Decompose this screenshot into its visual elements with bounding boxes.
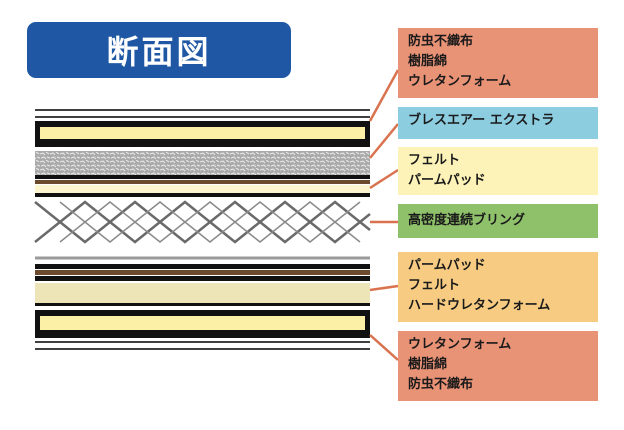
- label-line: ウレタンフォーム: [408, 74, 512, 89]
- label-line: パームパッド: [408, 173, 486, 188]
- label-breath-air: ブレスエアー エクストラ: [398, 107, 598, 139]
- label-line: 高密度連続ブリング: [408, 213, 526, 228]
- top-outer-layer: [35, 109, 370, 118]
- label-top-cover: 防虫不織布 樹脂綿 ウレタンフォーム: [398, 28, 598, 98]
- label-line: 樹脂綿: [408, 54, 448, 69]
- label-line: 樹脂綿: [408, 357, 448, 372]
- diagram-title: 断面図: [106, 33, 212, 71]
- label-line: ブレスエアー エクストラ: [408, 113, 555, 128]
- label-line: フェルト: [408, 278, 461, 293]
- palm-felt-hard-layer: [35, 264, 370, 306]
- bottom-outer-layer: [35, 341, 370, 350]
- label-palm-felt-hard: パームパッド フェルト ハードウレタンフォーム: [398, 252, 598, 322]
- label-bottom-cover: ウレタンフォーム 樹脂綿 防虫不織布: [398, 331, 598, 401]
- top-urethane-layer: [35, 121, 370, 147]
- title-banner: 断面図: [27, 22, 291, 78]
- label-line: フェルト: [408, 153, 461, 168]
- label-felt-palm: フェルト パームパッド: [398, 147, 598, 195]
- pocket-spring-layer: [34, 200, 371, 260]
- bottom-urethane-layer: [35, 310, 370, 338]
- label-line: ウレタンフォーム: [408, 337, 512, 352]
- felt-palm-layer: [35, 175, 370, 197]
- label-line: ハードウレタンフォーム: [408, 298, 551, 313]
- label-line: 防虫不織布: [408, 34, 474, 49]
- pointer-lines: [368, 69, 400, 361]
- label-spring: 高密度連続ブリング: [398, 204, 598, 238]
- label-line: 防虫不織布: [408, 377, 474, 392]
- breath-air-layer: [35, 151, 370, 175]
- label-line: パームパッド: [408, 258, 486, 273]
